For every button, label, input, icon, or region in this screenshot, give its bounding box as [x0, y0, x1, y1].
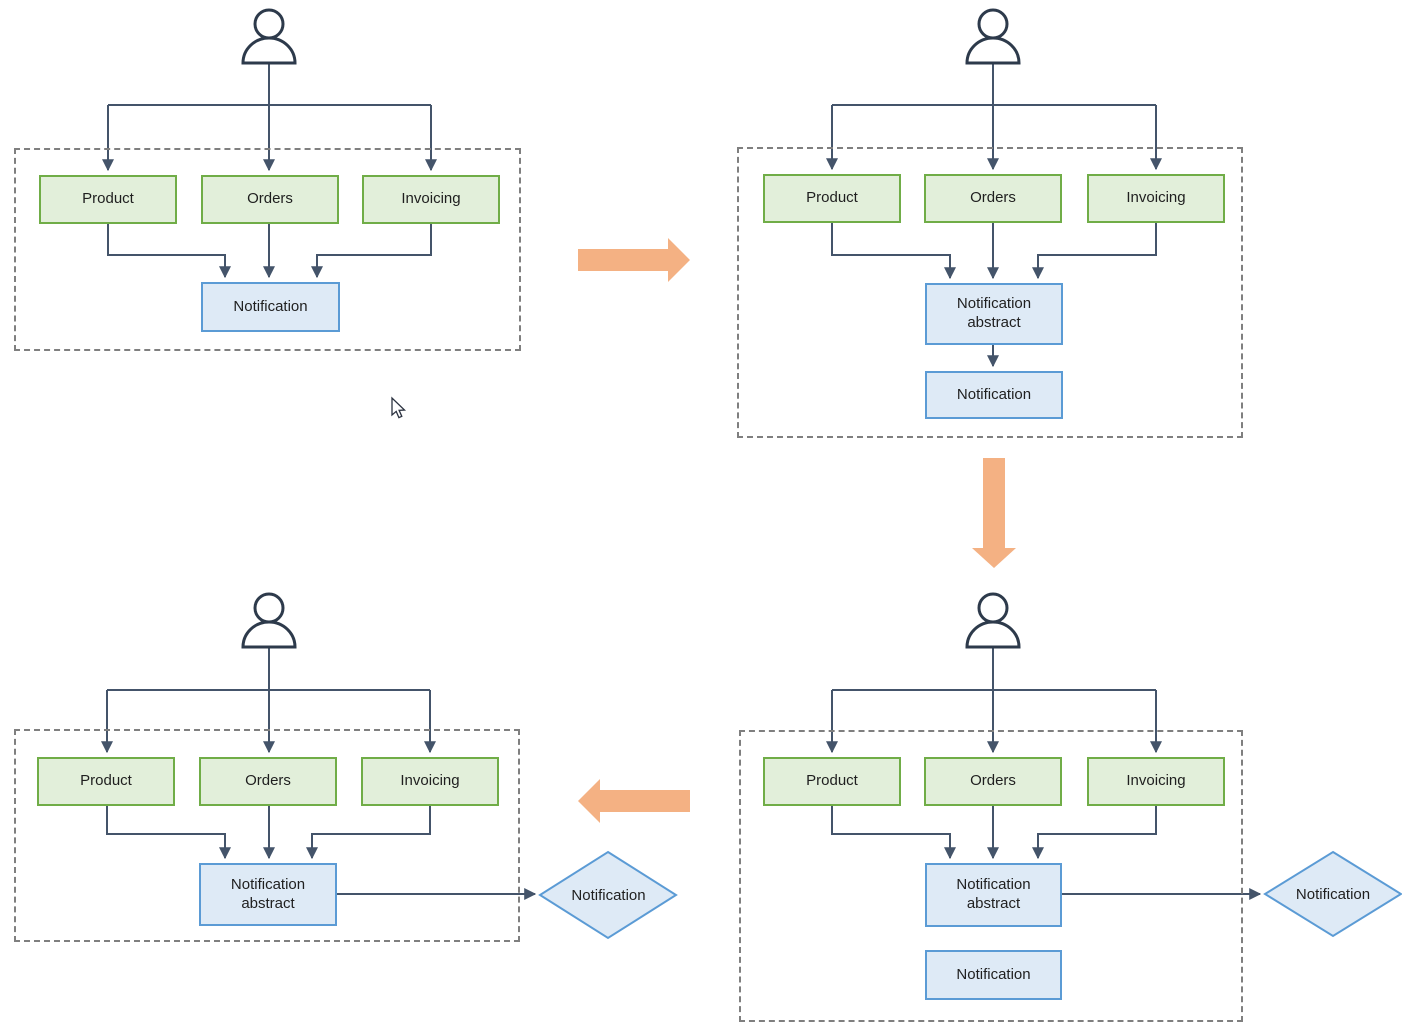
stage3-orders-box: Orders [924, 757, 1062, 806]
person-head-icon [977, 8, 1009, 40]
person-body-icon [241, 620, 297, 649]
invoicing-to-abstract [1032, 805, 1157, 860]
stage2-notification-abstract-box: Notification abstract [925, 283, 1063, 345]
person-body-icon [965, 36, 1021, 65]
invoicing-to-abstract [1032, 223, 1157, 280]
stage4-invoicing-box: Invoicing [361, 757, 499, 806]
product-to-abstract [106, 805, 231, 860]
person-body-icon [965, 620, 1021, 649]
stage1-notification-box: Notification [201, 282, 340, 332]
stage1-connectors [102, 63, 437, 279]
stage4-notification-abstract-box: Notification abstract [199, 863, 337, 926]
transition-arrow-right-icon [578, 238, 690, 282]
stage1-orders-box: Orders [201, 175, 339, 224]
stage4-connectors [101, 647, 537, 900]
stage2-boundary [737, 147, 1243, 438]
stage2-person [965, 8, 1021, 65]
transition-arrow-left-icon [578, 779, 690, 823]
stage4-boundary [14, 729, 520, 942]
stage1-invoicing-box: Invoicing [362, 175, 500, 224]
stage2-connectors [826, 63, 1162, 368]
stage4-product-box: Product [37, 757, 175, 806]
stage3-notification-box: Notification [925, 950, 1062, 1000]
stage3-invoicing-box: Invoicing [1087, 757, 1225, 806]
invoicing-to-notification [311, 224, 432, 279]
transition-arrow-down-icon [972, 458, 1016, 568]
person-head-icon [253, 8, 285, 40]
stage2-notification-box: Notification [925, 371, 1063, 419]
product-to-abstract [831, 223, 956, 280]
stage3-boundary [739, 730, 1243, 1022]
stage3-connectors [826, 647, 1262, 900]
stage2-orders-box: Orders [924, 174, 1062, 223]
product-to-abstract [831, 805, 956, 860]
person-body-icon [241, 36, 297, 65]
stage4-notification-diamond [538, 850, 678, 940]
stage3-person [965, 592, 1021, 649]
stage1-product-box: Product [39, 175, 177, 224]
stage3-notification-abstract-box: Notification abstract [925, 863, 1062, 927]
stage2-product-box: Product [763, 174, 901, 223]
invoicing-to-abstract [306, 805, 431, 860]
person-head-icon [977, 592, 1009, 624]
person-head-icon [253, 592, 285, 624]
stage1-boundary [14, 148, 521, 351]
stage3-product-box: Product [763, 757, 901, 806]
stage1-person [241, 8, 297, 65]
mouse-cursor [391, 396, 407, 419]
stage4-person [241, 592, 297, 649]
stage3-notification-diamond [1263, 850, 1402, 938]
product-to-notification [107, 224, 231, 279]
stage4-orders-box: Orders [199, 757, 337, 806]
stage2-invoicing-box: Invoicing [1087, 174, 1225, 223]
